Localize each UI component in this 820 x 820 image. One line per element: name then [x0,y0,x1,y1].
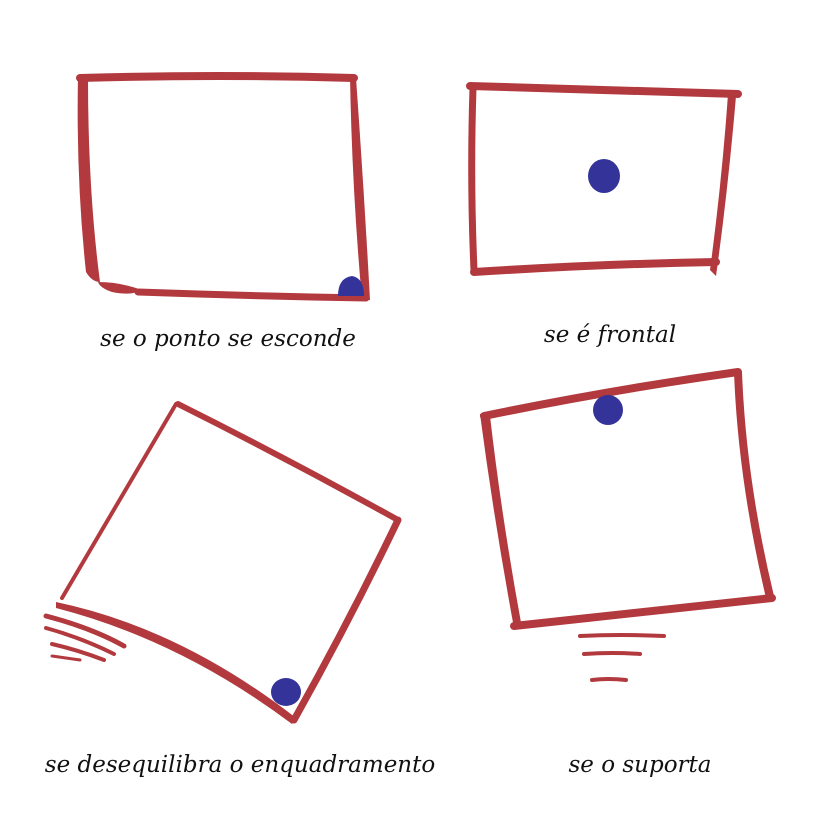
support-line [582,651,642,656]
panel-unbalanced-point [43,401,402,724]
corner-dot [271,678,301,706]
panel-hidden-point [76,72,370,302]
frame-bottom-edge [470,258,720,276]
frame-left-edge [468,84,478,274]
support-line [590,677,628,682]
frame-corner-curl [98,282,142,294]
frame-right-edge [710,94,736,276]
panel-frontal-point [466,82,742,276]
frame-right-edge [734,372,774,598]
caption-unbalanced-point: se desequilibra o enquadramento [44,752,436,778]
frame-top-edge [466,82,742,98]
motion-line [50,654,82,662]
motion-line [50,642,106,662]
motion-line [44,626,116,656]
frame-left-edge [77,76,100,282]
motion-line [43,613,127,649]
caption-frontal-point: se é frontal [543,322,677,348]
support-line [578,633,666,638]
panel-supporting-point [480,368,776,682]
frame-top-edge [175,401,401,523]
frame-top-edge [480,368,742,420]
caption-hidden-point: se o ponto se esconde [100,326,356,352]
frame-bottom-edge [510,594,776,630]
centered-dot [588,159,620,193]
frame-top-edge [76,72,358,82]
frame-bottom-edge [56,602,296,724]
frame-left-edge [480,414,522,628]
caption-supporting-point: se o suporta [568,752,712,778]
frame-right-edge [290,516,402,724]
frame-bottom-edge [134,288,370,302]
top-dot [593,395,623,425]
hidden-dot [338,276,364,296]
frame-left-edge [60,402,178,600]
frame-right-edge [350,76,370,300]
